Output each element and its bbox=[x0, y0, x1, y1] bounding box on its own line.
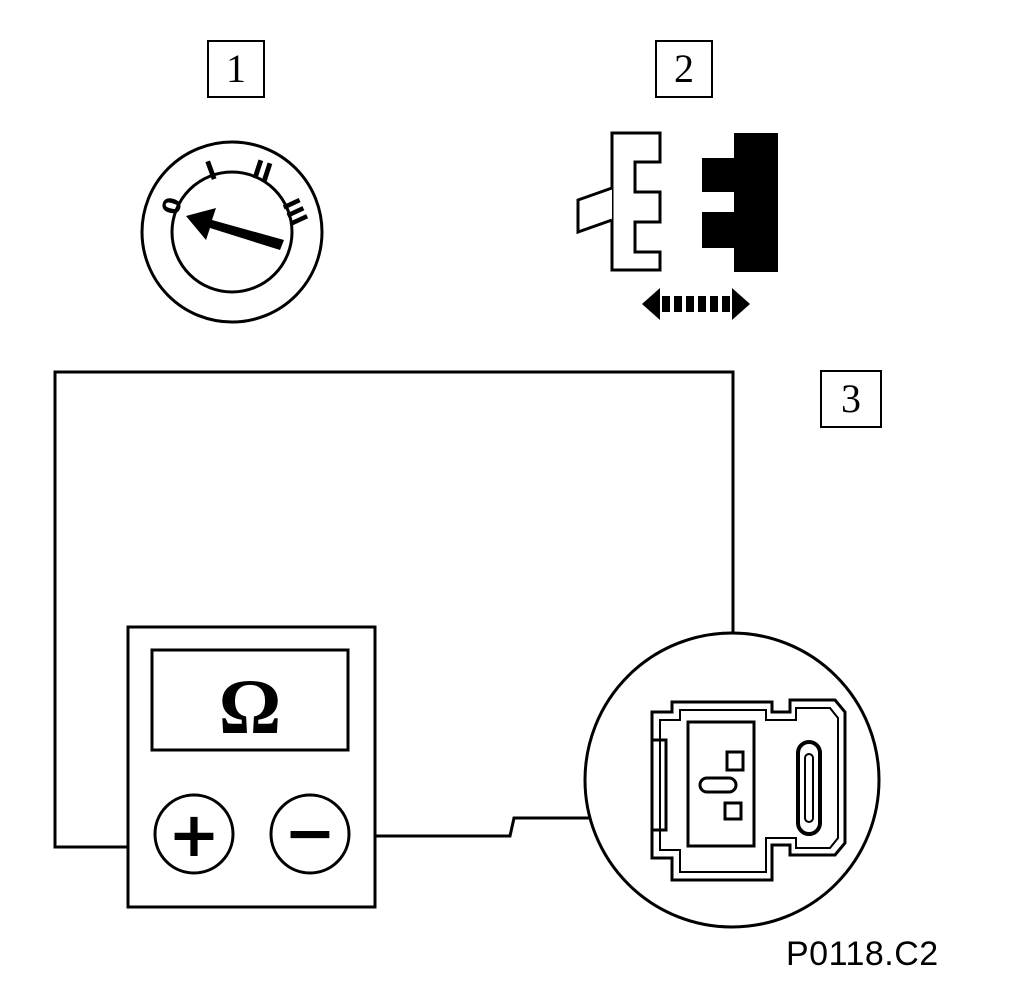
connector-housing-inner bbox=[659, 707, 839, 873]
connector-latch bbox=[652, 738, 668, 832]
ohmmeter: Ω + − bbox=[126, 625, 377, 909]
dial-position-0: 0 bbox=[156, 194, 187, 217]
terminal-key bbox=[698, 776, 738, 794]
step-3-label: 3 bbox=[820, 370, 882, 428]
component-connector bbox=[583, 631, 881, 929]
double-arrow-icon bbox=[642, 288, 750, 320]
negative-terminal bbox=[269, 793, 351, 875]
step-1-label: 1 bbox=[207, 40, 265, 98]
step-2-label: 2 bbox=[655, 40, 713, 98]
positive-lead-wire bbox=[53, 370, 735, 849]
connector-disconnect bbox=[576, 131, 778, 320]
connector-cable bbox=[576, 186, 613, 235]
rotary-switch: 0 I II III bbox=[140, 140, 324, 324]
ohm-symbol: Ω bbox=[219, 663, 281, 750]
minus-sign: − bbox=[284, 796, 336, 869]
dial-pointer-arrow bbox=[186, 208, 284, 250]
connector-half-left bbox=[610, 131, 662, 272]
figure-reference-code: P0118.C2 bbox=[786, 935, 939, 973]
connector-half-right bbox=[702, 133, 778, 272]
positive-terminal bbox=[153, 793, 235, 875]
terminal-pin-bottom bbox=[723, 801, 743, 821]
plus-sign: + bbox=[168, 798, 220, 871]
terminal-pin-top bbox=[725, 750, 745, 772]
connector-side-slot-inner bbox=[804, 753, 814, 823]
connector-side-slot bbox=[796, 740, 822, 836]
meter-display bbox=[150, 648, 350, 752]
